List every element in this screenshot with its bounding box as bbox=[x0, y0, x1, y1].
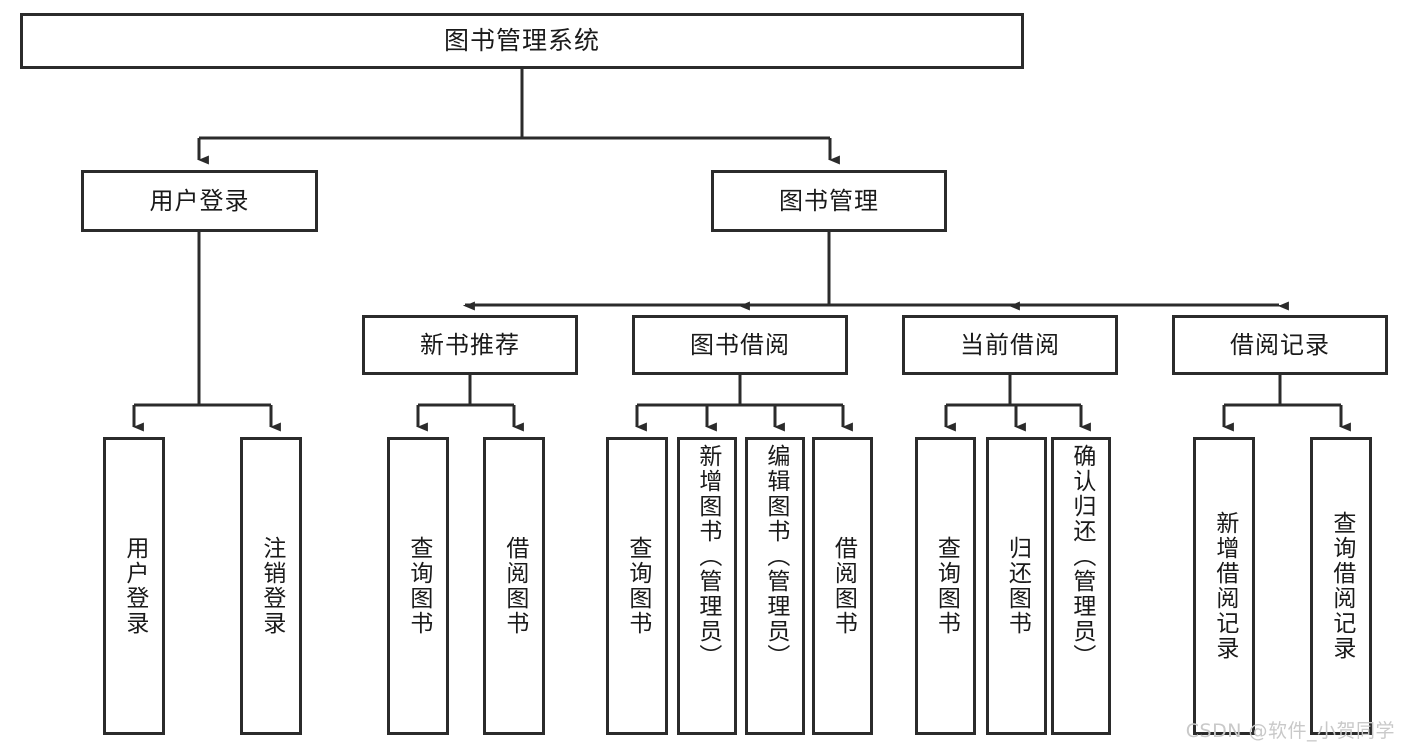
node-book-manage-label: 图书管理 bbox=[779, 186, 879, 215]
leaf-return-book-label: 归还图书 bbox=[1004, 536, 1031, 636]
node-borrow-record-label: 借阅记录 bbox=[1230, 330, 1330, 359]
leaf-query-book-current-label: 查询图书 bbox=[933, 536, 960, 636]
node-borrow-record[interactable]: 借阅记录 bbox=[1172, 315, 1388, 375]
leaf-user-login-label: 用户登录 bbox=[121, 536, 148, 636]
leaf-borrow-book-label: 借阅图书 bbox=[830, 536, 857, 636]
node-user-login-label: 用户登录 bbox=[149, 186, 250, 215]
leaf-query-book-recommend-label: 查询图书 bbox=[405, 536, 432, 636]
leaf-user-logout-label: 注销登录 bbox=[258, 536, 285, 636]
leaf-borrow-book-recommend[interactable]: 借阅图书 bbox=[483, 437, 545, 735]
node-user-login[interactable]: 用户登录 bbox=[81, 170, 318, 232]
node-new-book-recommend-label: 新书推荐 bbox=[420, 330, 520, 359]
leaf-query-borrow-record-label: 查询借阅记录 bbox=[1328, 511, 1355, 661]
leaf-query-book-borrow-label: 查询图书 bbox=[624, 536, 651, 636]
leaf-query-book-current[interactable]: 查询图书 bbox=[915, 437, 976, 735]
leaf-borrow-book[interactable]: 借阅图书 bbox=[812, 437, 873, 735]
node-root[interactable]: 图书管理系统 bbox=[20, 13, 1024, 69]
leaf-confirm-return-admin[interactable]: 确认归还（管理员） bbox=[1051, 437, 1111, 735]
node-root-label: 图书管理系统 bbox=[443, 26, 600, 55]
node-current-borrow-label: 当前借阅 bbox=[960, 330, 1060, 359]
node-book-borrow-label: 图书借阅 bbox=[690, 330, 790, 359]
leaf-confirm-return-admin-label: 确认归还（管理员） bbox=[1068, 444, 1095, 669]
leaf-query-borrow-record[interactable]: 查询借阅记录 bbox=[1310, 437, 1372, 735]
leaf-return-book[interactable]: 归还图书 bbox=[986, 437, 1047, 735]
leaf-edit-book-admin-label: 编辑图书（管理员） bbox=[762, 444, 789, 669]
leaf-user-login[interactable]: 用户登录 bbox=[103, 437, 165, 735]
leaf-add-book-admin-label: 新增图书（管理员） bbox=[694, 444, 721, 669]
node-current-borrow[interactable]: 当前借阅 bbox=[902, 315, 1118, 375]
watermark: CSDN @软件_小贺同学 bbox=[1185, 720, 1395, 742]
leaf-add-book-admin[interactable]: 新增图书（管理员） bbox=[677, 437, 737, 735]
leaf-borrow-book-recommend-label: 借阅图书 bbox=[501, 536, 528, 636]
leaf-add-borrow-record-label: 新增借阅记录 bbox=[1211, 511, 1238, 661]
leaf-query-book-borrow[interactable]: 查询图书 bbox=[606, 437, 668, 735]
node-book-borrow[interactable]: 图书借阅 bbox=[632, 315, 848, 375]
leaf-query-book-recommend[interactable]: 查询图书 bbox=[387, 437, 449, 735]
leaf-user-logout[interactable]: 注销登录 bbox=[240, 437, 302, 735]
node-new-book-recommend[interactable]: 新书推荐 bbox=[362, 315, 578, 375]
leaf-add-borrow-record[interactable]: 新增借阅记录 bbox=[1193, 437, 1255, 735]
leaf-edit-book-admin[interactable]: 编辑图书（管理员） bbox=[745, 437, 805, 735]
node-book-manage[interactable]: 图书管理 bbox=[711, 170, 947, 232]
